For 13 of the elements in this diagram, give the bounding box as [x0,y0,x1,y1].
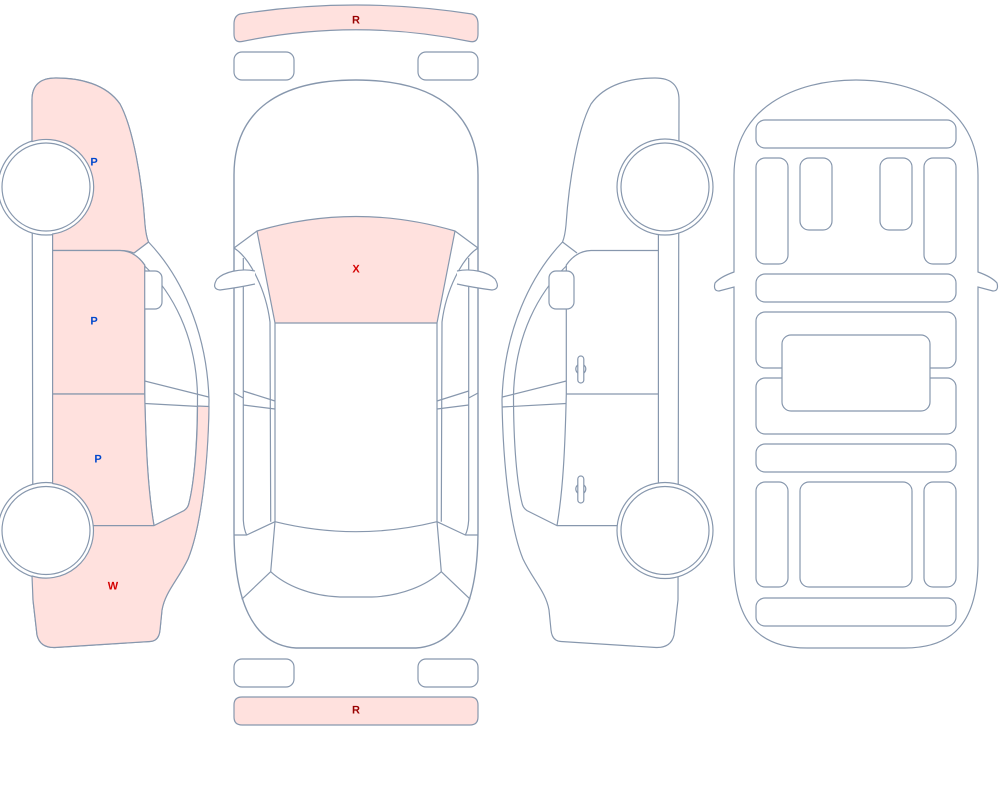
damage-code: W [108,582,118,592]
damage-code: P [90,158,98,168]
door-panel [52,249,145,395]
damage-code: P [90,316,98,328]
fender-panel [31,77,150,254]
damage-code: P [94,454,102,466]
door-panel [52,393,155,527]
bumper-panel [233,4,479,44]
damage-code: X [352,264,360,276]
windshield-panel [256,216,456,324]
damage-code: R [352,706,360,716]
damage-code: R [352,16,360,26]
bumper-panel [233,696,479,726]
